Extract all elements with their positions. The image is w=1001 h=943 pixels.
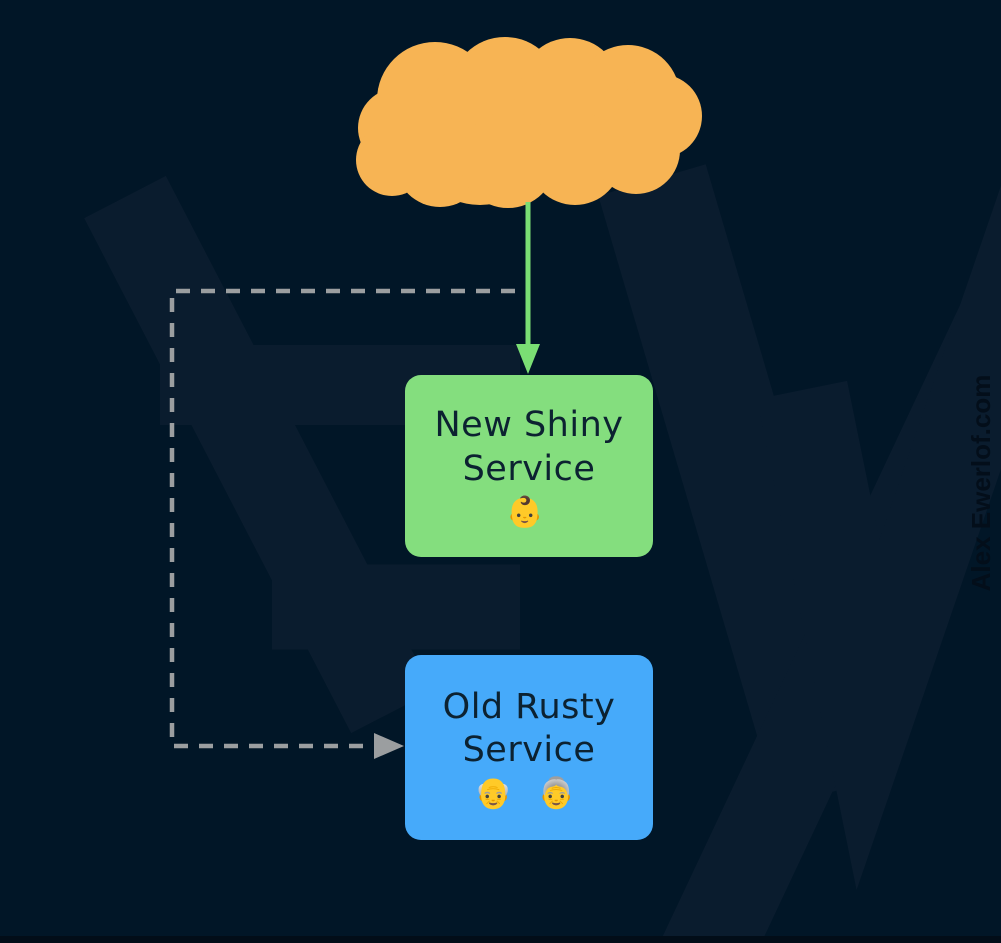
- solid-arrowhead-icon: [516, 344, 540, 374]
- cloud-icon: [356, 37, 702, 208]
- solid-arrow: [516, 202, 540, 374]
- node-label-line1: Old Rusty: [442, 686, 616, 727]
- footer-strip: [0, 936, 1001, 943]
- dashed-arrowhead-icon: [374, 733, 404, 759]
- node-label-line1: New Shiny: [434, 405, 624, 446]
- node-label-line2: Service: [462, 448, 596, 489]
- dashed-arrow: [169, 288, 515, 759]
- old-people-emoji: 👴 👵: [474, 776, 584, 812]
- node-label-line2: Service: [462, 730, 596, 770]
- node-new-shiny-service: New Shiny Service 👶: [405, 375, 653, 557]
- baby-emoji: 👶: [506, 494, 552, 530]
- watermark-text: Alex Ewerlof.com: [966, 374, 996, 592]
- node-old-rusty-service: Old Rusty Service 👴 👵: [405, 655, 653, 840]
- watermark-logo-shape: [84, 164, 1001, 943]
